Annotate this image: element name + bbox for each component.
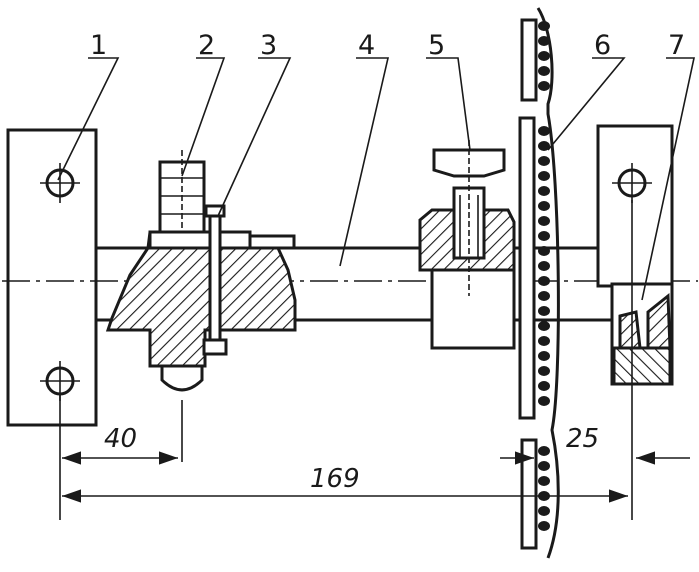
chain-link — [538, 461, 550, 471]
chain-link — [538, 246, 550, 256]
right-bearing-block — [610, 282, 674, 386]
chain-link — [538, 201, 550, 211]
chain-link — [538, 21, 550, 31]
chain-link — [538, 366, 550, 376]
dimension-label-overall: 169 — [310, 464, 360, 494]
shaft-collar — [418, 140, 516, 350]
chain-link — [538, 476, 550, 486]
chain-link — [538, 36, 550, 46]
left-mounting-plate — [6, 128, 98, 427]
chain-link — [538, 381, 550, 391]
left-hub — [105, 230, 297, 368]
callout-5: 5 — [428, 30, 445, 61]
sprocket — [518, 7, 560, 559]
dimension-label-left-offset: 40 — [104, 424, 137, 454]
chain-link — [538, 506, 550, 516]
chain-link — [538, 81, 550, 91]
hub-set-screw — [158, 150, 206, 392]
callout-1: 1 — [90, 30, 107, 61]
chain-link — [538, 446, 550, 456]
chain-link — [538, 351, 550, 361]
callout-2: 2 — [198, 30, 215, 61]
chain-link — [538, 306, 550, 316]
callout-leaders — [57, 57, 695, 301]
chain-link — [538, 261, 550, 271]
callout-3: 3 — [260, 30, 277, 61]
chain-link — [538, 51, 550, 61]
right-mounting-plate — [596, 124, 674, 288]
chain-link — [538, 276, 550, 286]
retaining-pin — [202, 204, 228, 356]
dimension-label-right-offset: 25 — [566, 424, 599, 454]
dimension-lines — [62, 451, 690, 503]
chain-link — [538, 291, 550, 301]
chain-link — [538, 231, 550, 241]
callout-6: 6 — [594, 30, 611, 61]
callout-7: 7 — [668, 30, 685, 61]
chain-link — [538, 321, 550, 331]
chain-link — [538, 521, 550, 531]
chain-link — [538, 141, 550, 151]
chain-link — [538, 396, 550, 406]
chain-link — [538, 126, 550, 136]
callout-4: 4 — [358, 30, 375, 61]
extension-lines — [59, 200, 633, 520]
sprocket-chain-links — [538, 21, 550, 531]
chain-link — [538, 186, 550, 196]
chain-link — [538, 171, 550, 181]
chain-link — [538, 66, 550, 76]
chain-link — [538, 156, 550, 166]
chain-link — [538, 216, 550, 226]
chain-link — [538, 336, 550, 346]
